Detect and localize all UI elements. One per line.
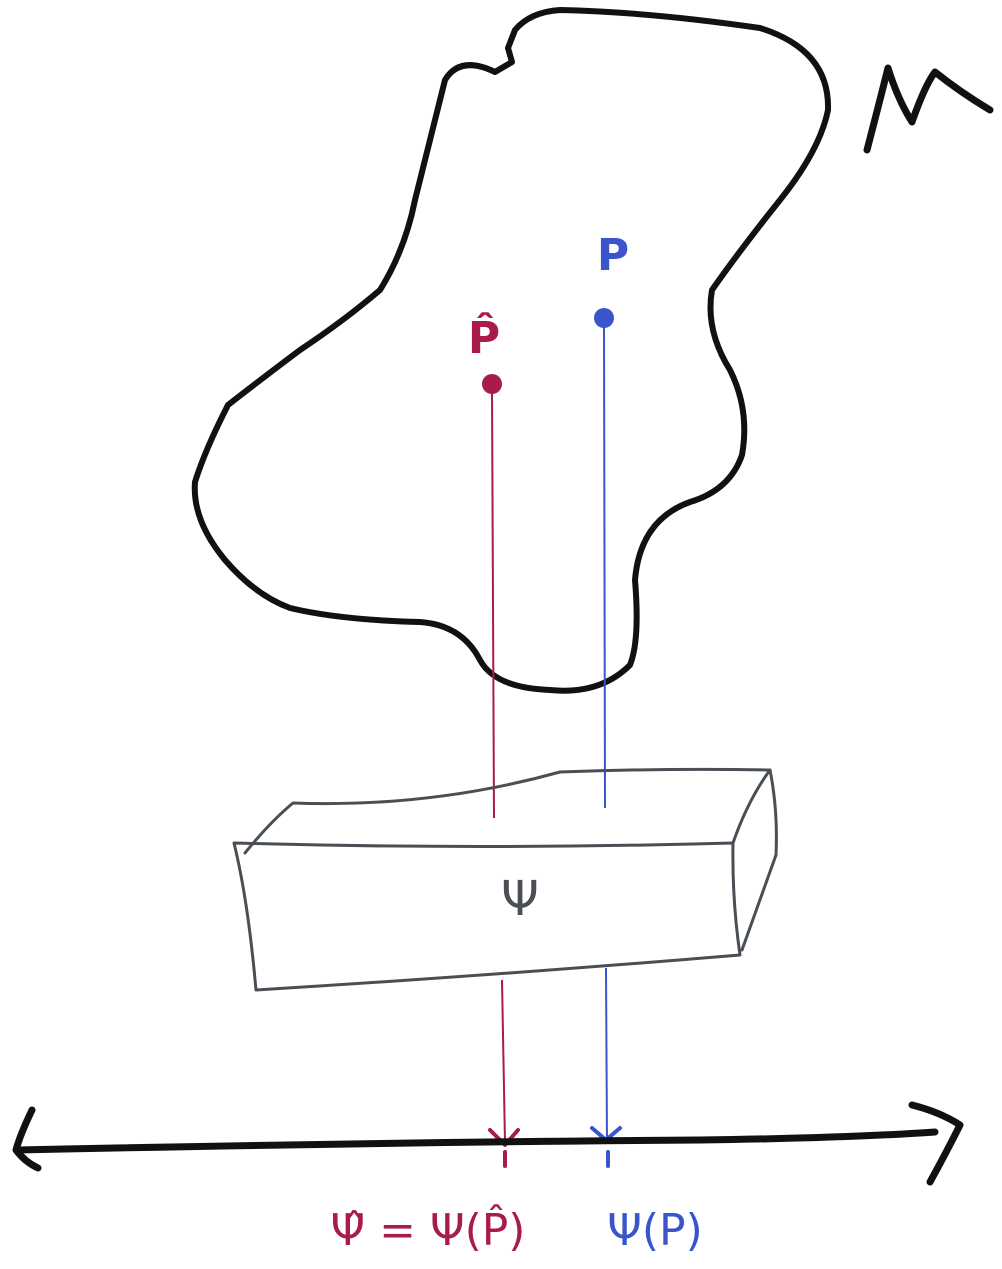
point-p-dot xyxy=(594,308,614,328)
line-p-top xyxy=(603,323,606,809)
output-p-label: Ψ(P) xyxy=(607,1205,703,1256)
output-p-hat-label: Ψ̂ = Ψ(P̂) xyxy=(331,1203,526,1256)
real-line-axis xyxy=(12,1101,964,1186)
line-p-hat-top xyxy=(491,389,495,819)
psi-box-label: Ψ xyxy=(501,871,539,927)
line-p-hat-bottom xyxy=(501,979,506,1144)
axis-right-arrowhead xyxy=(908,1101,964,1186)
point-p-label: P xyxy=(597,230,629,281)
manifold-outline xyxy=(191,7,832,694)
line-p-bottom xyxy=(605,967,608,1144)
point-p-hat-label: P̂ xyxy=(468,311,500,364)
manifold-label: M xyxy=(863,64,994,154)
psi-box xyxy=(232,767,778,992)
axis-left-arrowhead xyxy=(12,1106,42,1172)
point-p-hat-dot xyxy=(482,374,502,394)
